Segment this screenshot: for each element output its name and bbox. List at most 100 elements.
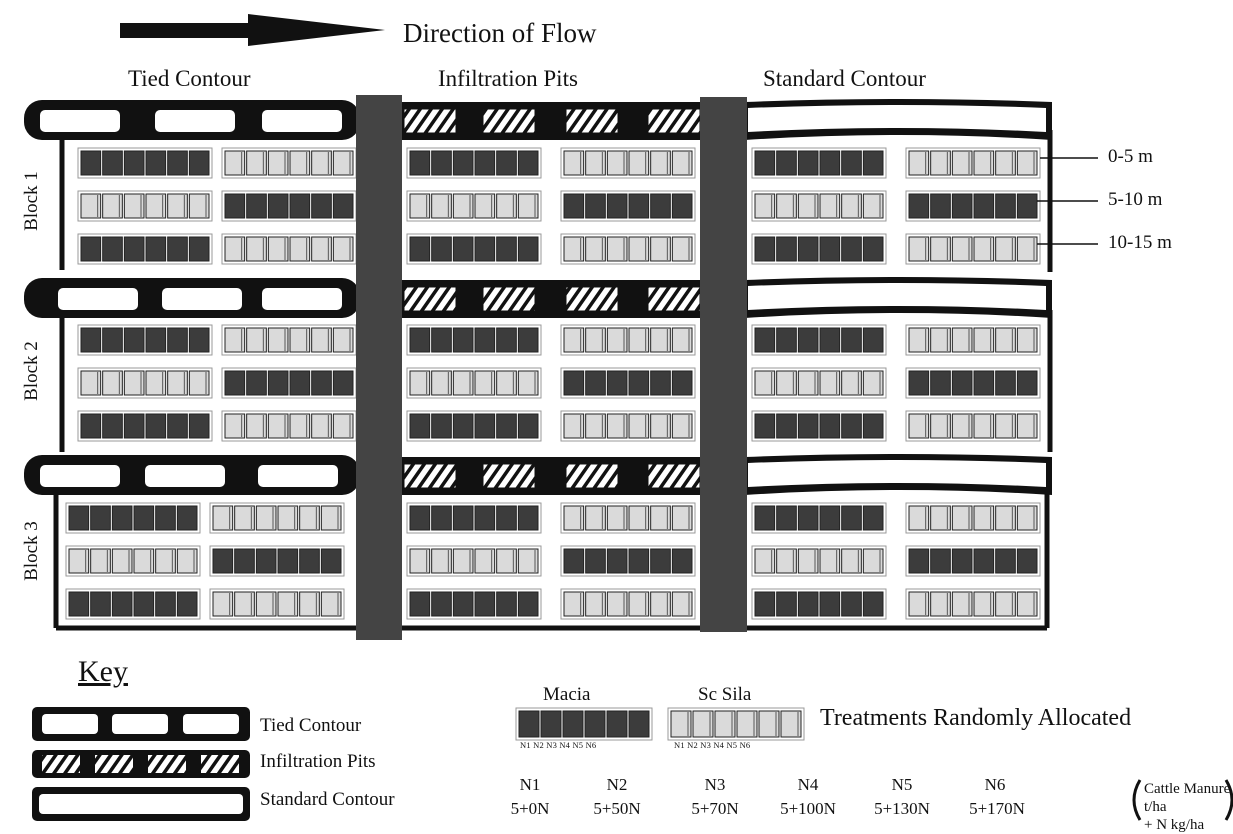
treatment-value-n6: 5+170N <box>969 799 1025 818</box>
plot-b2-c3-r1-sc-sila <box>905 324 1041 356</box>
plot-b3-c2-r1-macia <box>406 502 542 534</box>
plot-b2-c3-r2-macia <box>751 367 887 399</box>
treatment-value-n4: 5+100N <box>780 799 836 818</box>
plot-b2-c1-r3-sc-sila <box>221 410 357 442</box>
key-infiltration-pits-icon <box>32 750 250 778</box>
plot-b3-c2-r3-macia <box>406 588 542 620</box>
sample-plot-macia <box>515 707 653 741</box>
key-title: Key <box>78 655 128 688</box>
plot-b3-c1-r2-sc-sila <box>209 545 345 577</box>
treatment-code-n5: N5 <box>891 775 913 794</box>
distance-leaders <box>1037 157 1098 245</box>
flow-direction-label: Direction of Flow <box>403 18 597 48</box>
plot-b3-c3-r3-sc-sila <box>905 588 1041 620</box>
plot-b3-c1-r3-sc-sila <box>209 588 345 620</box>
key-tied-contour-icon <box>32 707 250 741</box>
plot-b3-c3-r1-sc-sila <box>905 502 1041 534</box>
plot-b1-c1-r1-sc-sila <box>221 147 357 179</box>
plot-b3-c2-r2-macia <box>406 545 542 577</box>
plot-b1-c2-r1-sc-sila <box>560 147 696 179</box>
treatment-code-n3: N3 <box>704 775 726 794</box>
plot-b1-c3-r3-sc-sila <box>905 233 1041 265</box>
treatments-randomly-allocated-label: Treatments Randomly Allocated <box>820 705 1132 731</box>
key-standard-contour-icon <box>32 787 250 821</box>
plot-b3-c1-r1-macia <box>65 502 201 534</box>
field-border <box>53 130 1053 631</box>
plot-b2-c3-r3-sc-sila <box>905 410 1041 442</box>
plot-b2-c1-r2-macia <box>77 367 213 399</box>
column-header-tied-contour: Tied Contour <box>128 66 251 91</box>
plot-b1-c3-r2-macia <box>751 190 887 222</box>
treatment-value-n2: 5+50N <box>593 799 641 818</box>
road-divider-1 <box>356 95 402 640</box>
plot-b2-c3-r3-macia <box>751 410 887 442</box>
plot-b2-c1-r2-sc-sila <box>221 367 357 399</box>
plot-b1-c2-r1-macia <box>406 147 542 179</box>
plot-b3-c2-r1-sc-sila <box>560 502 696 534</box>
bracket-right <box>1224 779 1233 821</box>
road-divider-2 <box>700 97 747 632</box>
flow-arrow-icon <box>120 14 385 46</box>
key-label-infiltration-pits: Infiltration Pits <box>260 751 376 772</box>
treatment-value-n5: 5+130N <box>874 799 930 818</box>
variety-codes-macia: N1 N2 N3 N4 N5 N6 <box>520 740 597 750</box>
plot-b2-c1-r1-sc-sila <box>221 324 357 356</box>
treatment-units-label: Cattle Manure t/ha + N kg/ha <box>1144 780 1233 834</box>
plot-b1-c2-r2-sc-sila <box>560 190 696 222</box>
block-label-2: Block 2 <box>21 341 42 401</box>
plot-b1-c1-r3-sc-sila <box>221 233 357 265</box>
variety-label-macia: Macia <box>543 684 591 705</box>
contour-band-3 <box>24 454 1052 495</box>
distance-label-0-5: 0-5 m <box>1108 146 1153 167</box>
variety-label-sc-sila: Sc Sila <box>698 684 752 705</box>
bracket-left <box>1132 779 1142 821</box>
plot-b3-c3-r2-sc-sila <box>905 545 1041 577</box>
plot-b1-c3-r1-macia <box>751 147 887 179</box>
plot-b3-c3-r2-macia <box>751 545 887 577</box>
treatment-units-line1: Cattle Manure t/ha <box>1144 781 1231 815</box>
key-label-standard-contour: Standard Contour <box>260 789 395 810</box>
treatment-code-n1: N1 <box>519 775 541 794</box>
treatment-value-n3: 5+70N <box>691 799 739 818</box>
plot-b1-c3-r2-sc-sila <box>905 190 1041 222</box>
plot-b2-c3-r2-sc-sila <box>905 367 1041 399</box>
plot-b1-c1-r2-macia <box>77 190 213 222</box>
treatment-units-line2: + N kg/ha <box>1144 817 1205 833</box>
plot-b2-c2-r3-macia <box>406 410 542 442</box>
distance-label-5-10: 5-10 m <box>1108 189 1163 210</box>
treatment-code-n6: N6 <box>984 775 1006 794</box>
plot-b2-c3-r1-macia <box>751 324 887 356</box>
distance-label-10-15: 10-15 m <box>1108 232 1172 253</box>
plot-b3-c3-r3-macia <box>751 588 887 620</box>
column-header-infiltration-pits: Infiltration Pits <box>438 66 578 91</box>
plot-b1-c1-r3-macia <box>77 233 213 265</box>
treatment-code-n2: N2 <box>606 775 628 794</box>
plot-b3-c2-r3-sc-sila <box>560 588 696 620</box>
treatment-value-n1: 5+0N <box>510 799 550 818</box>
plot-b3-c3-r1-macia <box>751 502 887 534</box>
block-label-1: Block 1 <box>21 171 42 231</box>
plot-b1-c1-r2-sc-sila <box>221 190 357 222</box>
contour-band-1 <box>24 99 1052 140</box>
plot-b1-c1-r1-macia <box>77 147 213 179</box>
key-label-tied-contour: Tied Contour <box>260 715 362 736</box>
plot-b2-c1-r1-macia <box>77 324 213 356</box>
contour-band-2 <box>24 277 1052 318</box>
plot-b1-c2-r3-macia <box>406 233 542 265</box>
treatment-code-n4: N4 <box>797 775 819 794</box>
plot-b2-c2-r1-macia <box>406 324 542 356</box>
plot-b1-c3-r3-macia <box>751 233 887 265</box>
plot-b1-c2-r3-sc-sila <box>560 233 696 265</box>
block-label-3: Block 3 <box>21 521 42 581</box>
plot-b3-c1-r3-macia <box>65 588 201 620</box>
plot-b2-c2-r2-sc-sila <box>560 367 696 399</box>
plot-b3-c2-r2-sc-sila <box>560 545 696 577</box>
column-header-standard-contour: Standard Contour <box>763 66 926 91</box>
plot-b3-c1-r1-sc-sila <box>209 502 345 534</box>
plot-b1-c3-r1-sc-sila <box>905 147 1041 179</box>
plot-b3-c1-r2-macia <box>65 545 201 577</box>
sample-plot-sc-sila <box>667 707 805 741</box>
plot-b1-c2-r2-macia <box>406 190 542 222</box>
plot-b2-c2-r2-macia <box>406 367 542 399</box>
